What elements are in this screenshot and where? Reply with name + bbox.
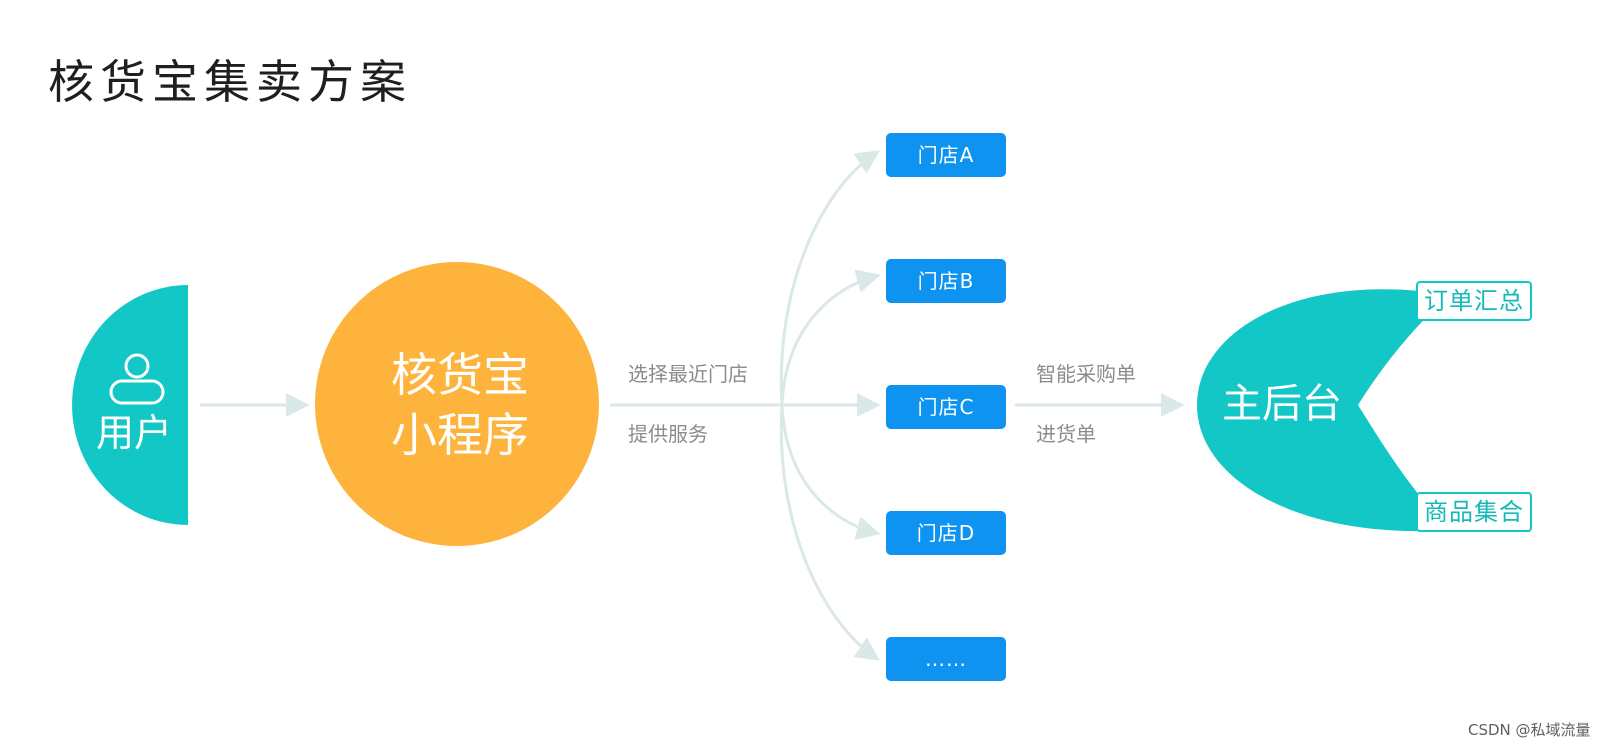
backend-tag-product-collection: 商品集合 (1416, 492, 1532, 532)
app-node-label-line1: 核货宝 (391, 348, 529, 402)
store-node-b: 门店B (886, 259, 1006, 303)
app-node-shape (315, 262, 599, 546)
edge-to-store-d (780, 404, 881, 540)
backend-node-shape (1197, 289, 1450, 532)
edge-label-provide-service: 提供服务 (628, 422, 708, 446)
edge-to-store-a (779, 150, 881, 406)
store-node-more: …… (886, 637, 1006, 681)
edge-to-store-more (779, 404, 880, 661)
watermark: CSDN @私域流量 (1468, 721, 1591, 739)
edge-label-smart-purchase: 智能采购单 (1036, 362, 1136, 386)
backend-tag-order-summary: 订单汇总 (1416, 281, 1532, 321)
app-node-label-line2: 小程序 (391, 408, 529, 462)
store-node-a: 门店A (886, 133, 1006, 177)
backend-node-label: 主后台 (1222, 381, 1342, 427)
edge-to-store-b (780, 269, 881, 406)
user-node-label: 用户 (96, 411, 173, 455)
edge-label-stock-order: 进货单 (1036, 422, 1096, 446)
edge-label-select-store: 选择最近门店 (628, 362, 748, 386)
user-icon (109, 353, 165, 405)
store-node-d: 门店D (886, 511, 1006, 555)
store-node-c: 门店C (886, 385, 1006, 429)
user-node-shape (72, 285, 188, 525)
page-title: 核货宝集卖方案 (48, 55, 412, 109)
